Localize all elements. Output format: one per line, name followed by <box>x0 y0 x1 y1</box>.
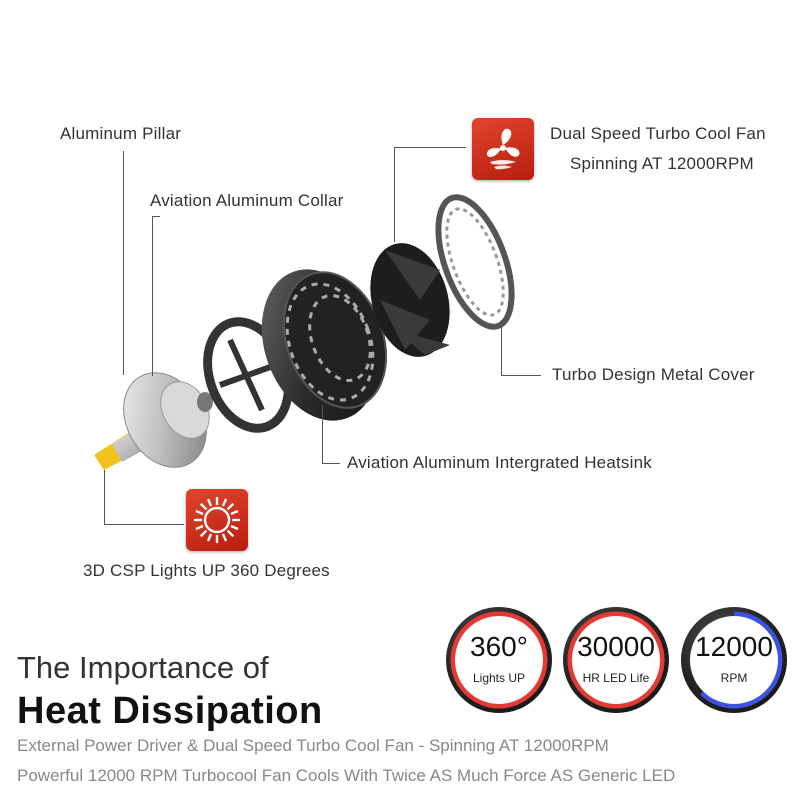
description-line1: External Power Driver & Dual Speed Turbo… <box>17 736 609 755</box>
aluminum-pillar-label: Aluminum Pillar <box>60 124 182 143</box>
badge-360: 360° Lights UP <box>446 607 552 713</box>
badge-ring <box>567 611 665 709</box>
badge-value: 30000 <box>577 631 655 662</box>
badge-value: 360° <box>470 631 528 662</box>
aviation-collar-label: Aviation Aluminum Collar <box>150 191 344 210</box>
collar-leader-line-v <box>152 216 153 376</box>
fan-part <box>370 243 450 357</box>
csp-leader-line-v <box>104 470 105 524</box>
exploded-bulb-illustration <box>94 194 515 470</box>
heatsink-label: Aviation Aluminum Intergrated Heatsink <box>347 453 652 472</box>
heading-line1: The Importance of <box>17 650 269 685</box>
fan-leader-line-h <box>394 147 466 148</box>
csp-leader-line-h <box>104 524 184 525</box>
heatsink-leader-line-h <box>322 463 340 464</box>
fan-icon <box>486 128 520 170</box>
badge-ring <box>685 611 783 709</box>
badge-label: Lights UP <box>472 671 526 685</box>
sun-icon-box <box>186 489 248 551</box>
badge-inner <box>455 616 543 704</box>
heading-line2: Heat Dissipation <box>17 690 323 732</box>
fan-leader-line-v <box>394 147 395 242</box>
sun-icon <box>194 497 240 543</box>
metal-cover-part <box>435 194 515 330</box>
badge-value: 12000 <box>695 631 773 662</box>
aviation-collar-part <box>123 372 213 468</box>
heatsink-part <box>261 269 388 421</box>
cover-leader-line-h <box>501 375 541 376</box>
fan-label-line2: Spinning AT 12000RPM <box>570 154 754 173</box>
badge-label: HR LED Life <box>582 671 650 685</box>
pillar-leader-line <box>123 151 124 375</box>
badge-30000: 30000 HR LED Life <box>563 607 669 713</box>
badge-label: RPM <box>720 671 748 685</box>
csp-lights-label: 3D CSP Lights UP 360 Degrees <box>83 561 330 580</box>
description-line2: Powerful 12000 RPM Turbocool Fan Cools W… <box>17 766 676 785</box>
badge-inner <box>690 616 778 704</box>
heatsink-leader-line-v <box>322 405 323 463</box>
collar-leader-line-h <box>152 216 160 217</box>
badge-inner <box>572 616 660 704</box>
cover-leader-line-v <box>501 320 502 375</box>
badge-12000: 12000 RPM <box>681 607 787 713</box>
metal-cover-label: Turbo Design Metal Cover <box>552 365 755 384</box>
fan-icon-box <box>472 118 534 180</box>
badge-ring <box>450 611 548 709</box>
fan-label-line1: Dual Speed Turbo Cool Fan <box>550 124 766 143</box>
